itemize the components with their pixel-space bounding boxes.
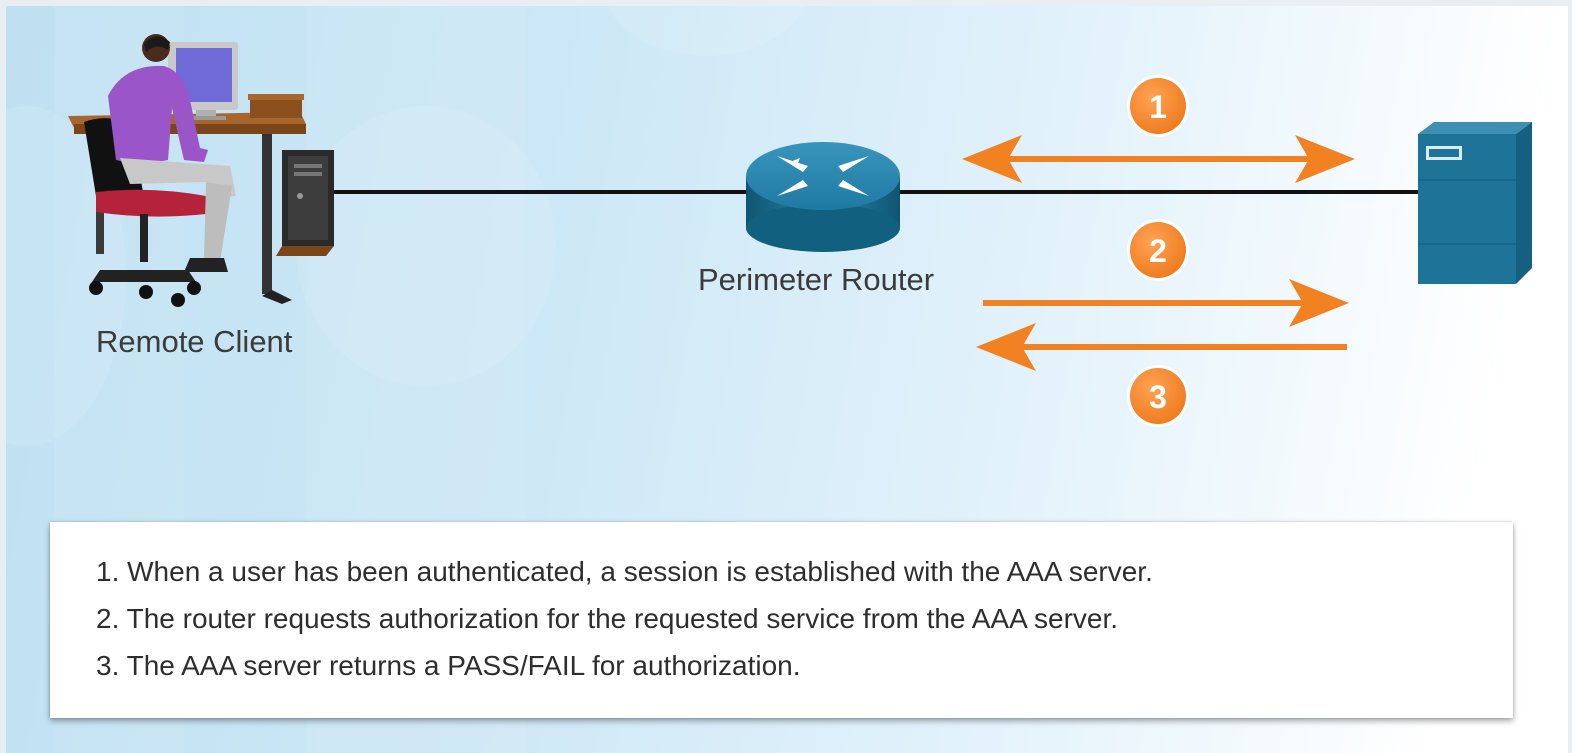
step-2-number: 2	[1149, 233, 1167, 269]
legend-item-3: 3. The AAA server returns a PASS/FAIL fo…	[96, 650, 801, 681]
step-3-arrow	[976, 323, 1347, 371]
aaa-server-icon	[1418, 122, 1532, 284]
legend-box: 1. When a user has been authenticated, a…	[50, 522, 1513, 718]
step-2-badge: 2	[1127, 219, 1189, 281]
step-1-arrow	[962, 135, 1355, 183]
perimeter-router-label: Perimeter Router	[698, 262, 935, 297]
legend-list: 1. When a user has been authenticated, a…	[50, 522, 1513, 689]
legend-item-1: 1. When a user has been authenticated, a…	[96, 556, 1153, 587]
remote-client-icon	[68, 34, 334, 307]
legend-item-2: 2. The router requests authorization for…	[96, 603, 1119, 634]
step-1-number: 1	[1149, 89, 1167, 125]
perimeter-router-icon	[746, 142, 900, 252]
step-3-badge: 3	[1127, 365, 1189, 427]
remote-client-label: Remote Client	[96, 324, 293, 359]
background-circle	[296, 106, 556, 386]
step-1-badge: 1	[1127, 75, 1189, 137]
step-3-number: 3	[1149, 379, 1167, 415]
step-2-arrow	[983, 279, 1349, 327]
